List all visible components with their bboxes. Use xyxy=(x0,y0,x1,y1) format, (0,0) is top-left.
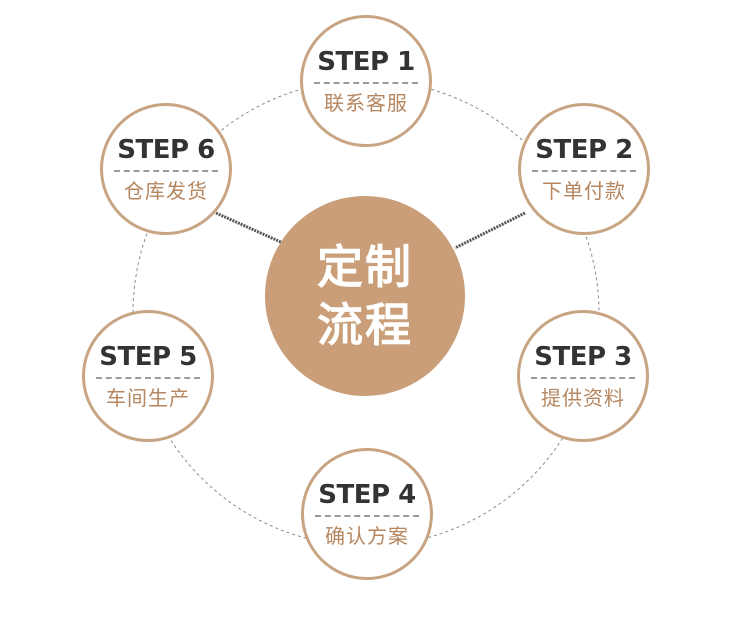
step-4-number: STEP 4 xyxy=(315,480,419,517)
step-3-number: STEP 3 xyxy=(531,342,635,379)
step-4-label: 确认方案 xyxy=(325,524,409,548)
connector-step6-center xyxy=(215,211,284,245)
step-6-number: STEP 6 xyxy=(114,135,218,172)
step-1-label: 联系客服 xyxy=(324,91,408,115)
step-1-number: STEP 1 xyxy=(314,47,418,84)
step-4-node: STEP 4 确认方案 xyxy=(301,448,433,580)
step-6-node: STEP 6 仓库发货 xyxy=(100,103,232,235)
step-5-label: 车间生产 xyxy=(106,386,190,410)
center-title-circle: 定制 流程 xyxy=(265,196,465,396)
step-2-label: 下单付款 xyxy=(542,179,626,203)
step-3-label: 提供资料 xyxy=(541,386,625,410)
step-5-node: STEP 5 车间生产 xyxy=(82,310,214,442)
step-2-node: STEP 2 下单付款 xyxy=(518,103,650,235)
connector-step2-center xyxy=(454,211,526,250)
step-1-node: STEP 1 联系客服 xyxy=(300,15,432,147)
step-6-label: 仓库发货 xyxy=(124,179,208,203)
step-2-number: STEP 2 xyxy=(532,135,636,172)
step-3-node: STEP 3 提供资料 xyxy=(517,310,649,442)
step-5-number: STEP 5 xyxy=(96,342,200,379)
center-title-line2: 流程 xyxy=(317,298,413,352)
center-title-line1: 定制 xyxy=(317,240,413,294)
